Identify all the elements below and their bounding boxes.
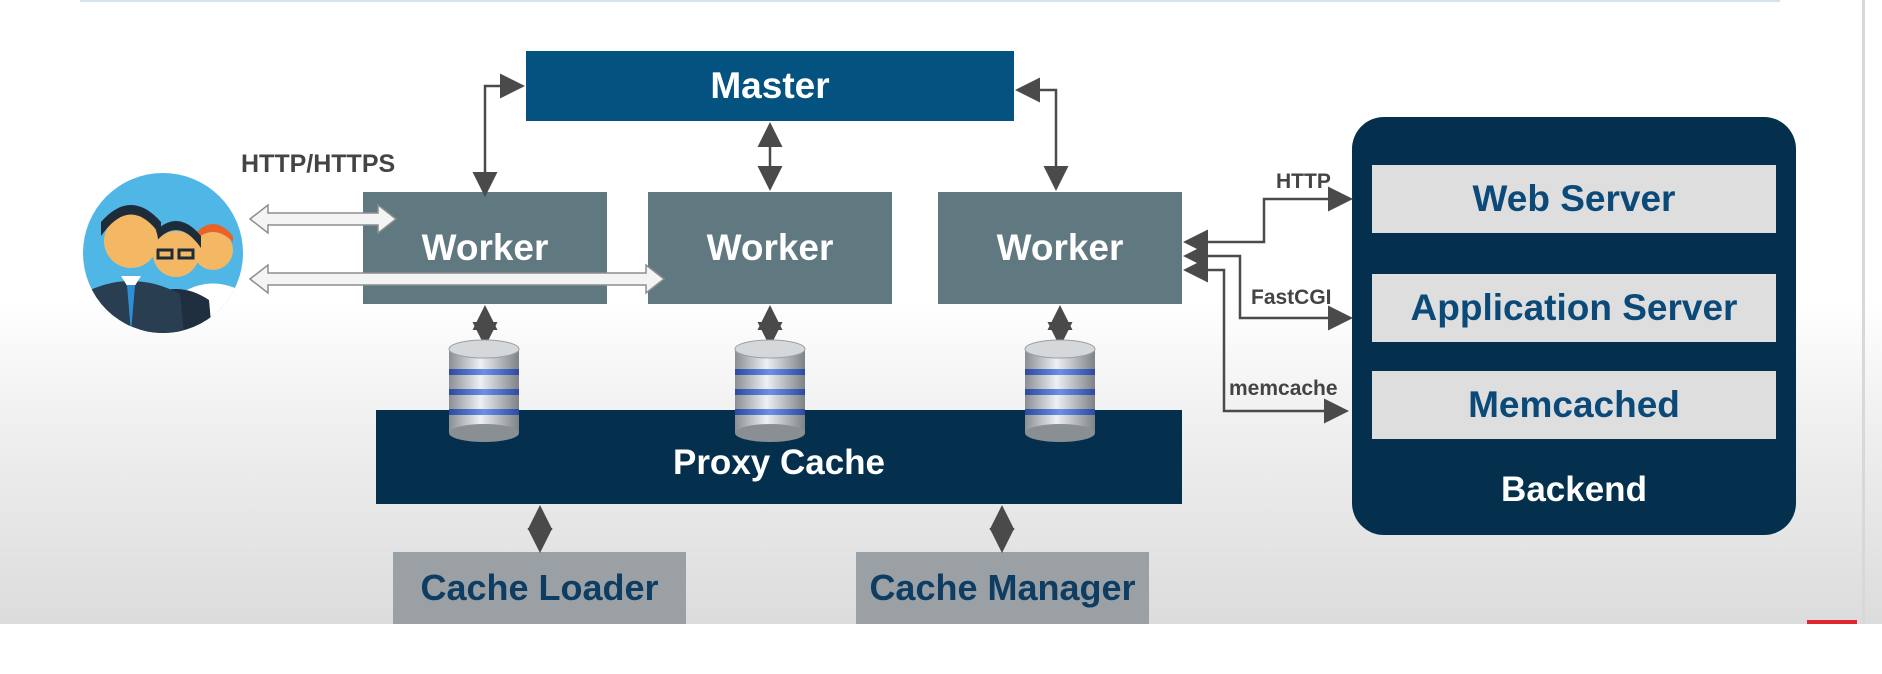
web-server-box: Web Server <box>1372 165 1776 233</box>
master-box: Master <box>526 51 1014 121</box>
cache-loader-label: Cache Loader <box>420 567 659 608</box>
application-server-label: Application Server <box>1410 287 1738 328</box>
worker-label-1: Worker <box>421 227 549 268</box>
backend-label: Backend <box>1352 465 1796 515</box>
database-icon <box>734 339 806 442</box>
database-icon <box>1024 339 1096 442</box>
worker-label-3: Worker <box>996 227 1124 268</box>
cache-process-connectors <box>527 505 1015 553</box>
http-https-label: HTTP/HTTPS <box>241 150 396 178</box>
top-divider <box>80 0 1780 2</box>
backend-connectors <box>1183 186 1353 424</box>
diagram-canvas: Master Worker Worker Worker Proxy Cache … <box>0 0 1882 624</box>
worker-db-connectors <box>472 305 1073 347</box>
application-server-box: Application Server <box>1372 274 1776 342</box>
master-label: Master <box>710 65 830 106</box>
database-icon <box>448 339 520 442</box>
proxy-cache-label: Proxy Cache <box>672 443 886 482</box>
users-icon <box>83 173 243 333</box>
memcached-label: Memcached <box>1468 384 1680 425</box>
connectors-overlay <box>83 73 1353 553</box>
worker-box-3: Worker <box>938 192 1182 304</box>
cache-manager-box: Cache Manager <box>856 552 1149 624</box>
right-scrollbar-edge <box>1862 0 1865 624</box>
cache-manager-label: Cache Manager <box>869 567 1136 608</box>
worker-label-2: Worker <box>706 227 834 268</box>
client-arrow-1 <box>248 203 398 235</box>
backend-label-text: Backend <box>1501 470 1647 509</box>
master-worker-connectors <box>472 73 1069 197</box>
memcached-box: Memcached <box>1372 371 1776 439</box>
progress-marker <box>1807 620 1857 624</box>
worker-box-2: Worker <box>648 192 892 304</box>
web-server-label: Web Server <box>1472 178 1676 219</box>
client-arrow-2 <box>248 263 666 295</box>
cache-loader-box: Cache Loader <box>393 552 686 624</box>
